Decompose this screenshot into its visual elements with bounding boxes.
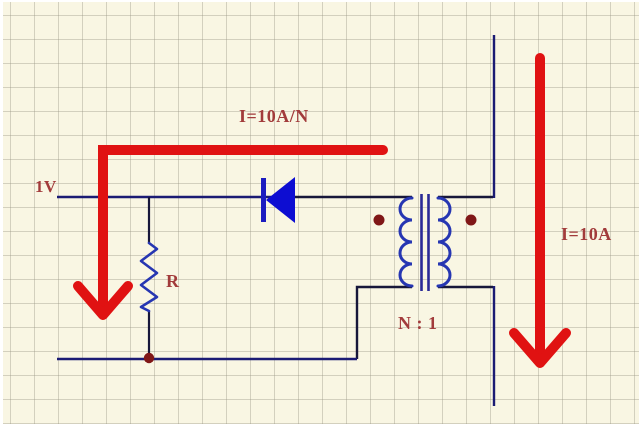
grid-background <box>3 2 639 424</box>
resistor <box>139 241 159 313</box>
resistor-zigzag <box>139 241 159 313</box>
diode-triangle <box>266 177 295 223</box>
label-secondary-current: I=10A <box>561 224 612 244</box>
polarity-dot-secondary <box>465 214 477 226</box>
junction-dot <box>143 352 155 364</box>
diode <box>261 177 295 223</box>
label-primary-current: I=10A/N <box>239 106 309 126</box>
label-turns-ratio: N : 1 <box>398 313 438 333</box>
transformer <box>373 194 477 291</box>
wires <box>57 35 496 406</box>
label-resistor: R <box>166 271 180 291</box>
primary-current-arrowhead-icon <box>73 281 133 320</box>
polarity-dot-primary <box>373 214 385 226</box>
diode-cathode-bar <box>261 178 266 222</box>
wire-primary-bottom-step <box>355 285 412 359</box>
secondary-current-arrow <box>509 53 571 368</box>
primary-current-arrow <box>73 145 388 320</box>
secondary-current-arrowhead-icon <box>509 328 571 368</box>
transformer-secondary-winding <box>436 196 452 288</box>
transformer-primary-winding <box>398 196 414 288</box>
label-source-voltage: 1V <box>35 177 57 196</box>
primary-current-arrow-shaft <box>98 145 388 314</box>
